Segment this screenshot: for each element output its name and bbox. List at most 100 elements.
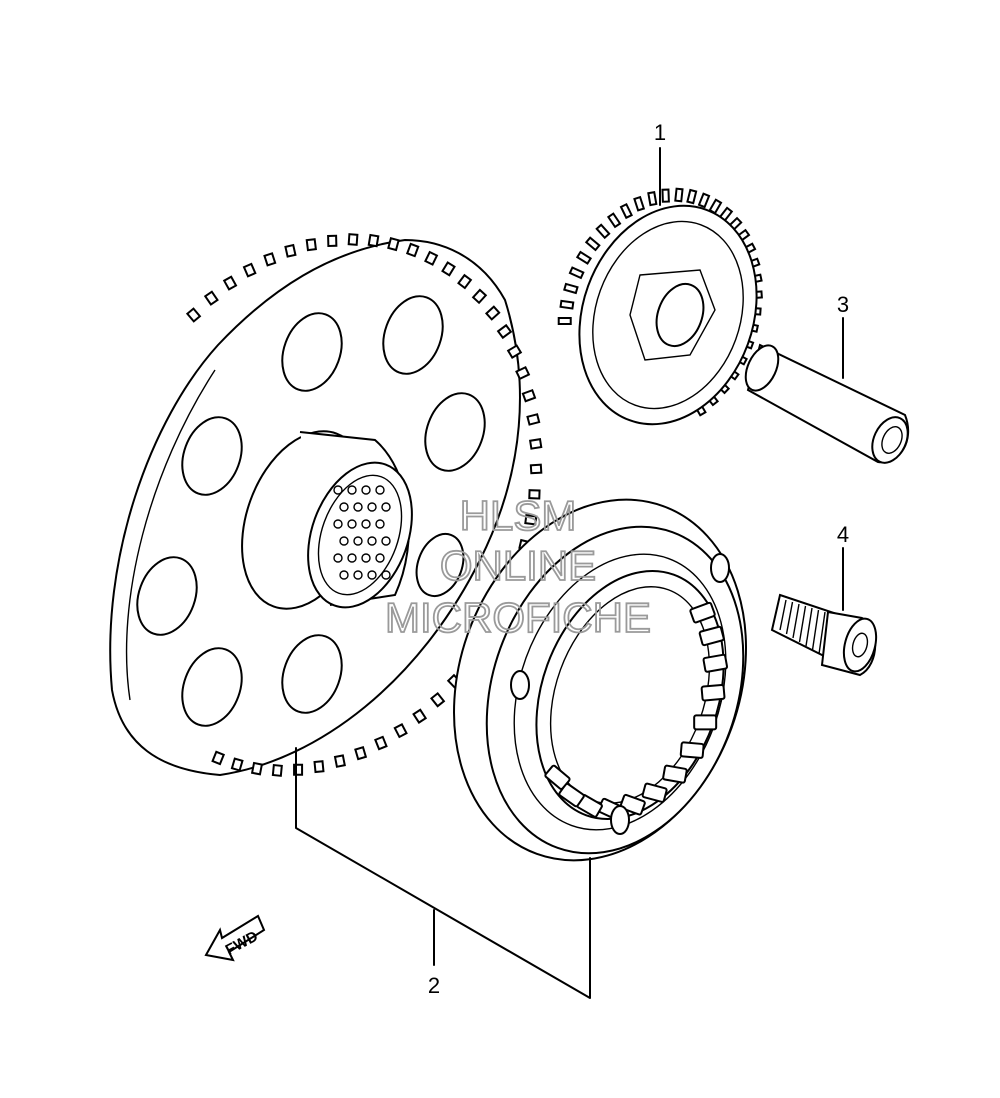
driven-gear-hub [241,430,413,610]
gear-tooth [242,262,257,278]
gear-tooth [405,242,420,258]
callout-1: 1 [654,120,666,145]
watermark-line-1: HLSM [460,492,577,539]
clutch-bolt-hole-left [510,670,530,700]
gear-tooth [430,691,446,708]
idle-gear-tooth [686,188,698,205]
hub-dot [339,502,349,512]
clutch-rollers [544,601,729,821]
gear-tooth [263,252,277,267]
hub-dot [353,502,363,512]
driven-gear-teeth [185,233,543,777]
hub-dot [381,570,391,580]
thread-line [779,599,787,631]
gear-tooth [347,233,359,246]
idle-gear-tooth [697,192,711,209]
idle-gear-tooth [633,195,646,212]
clutch-bolt-hole-top [710,553,730,583]
idle-gear-tooth [674,187,684,203]
idle-gear-tooth [568,266,585,280]
gear-tooth [250,761,264,776]
callout-4: 4 [837,522,849,547]
hub-dot [333,485,343,495]
fwd-arrow-icon: FWD [204,914,266,962]
thread-line [811,609,820,651]
hub-dot [353,570,363,580]
hub-dot [381,502,391,512]
gear-tooth [271,763,283,777]
idle-gear-tooth [575,250,593,265]
idle-gear-shaft [744,343,910,464]
gear-tooth [528,489,541,500]
gear-tooth [506,344,523,359]
hub-bearing-dots [333,485,391,580]
gear-tooth [484,305,501,321]
gear-tooth [327,234,338,247]
callout-2: 2 [428,973,440,998]
gear-tooth [222,275,238,291]
idle-gear-tooth [606,212,622,229]
hub-dot [347,485,357,495]
gear-tooth [333,754,346,768]
gear-tooth [284,243,297,258]
gear-tooth [305,238,317,252]
clutch-roller [693,714,718,731]
hub-dot [381,536,391,546]
starter-idle-gear [557,187,763,426]
clutch-roller [700,683,726,702]
hub-dot [367,570,377,580]
hub-dot [375,485,385,495]
gear-tooth [230,757,244,772]
idle-gear-tooth [661,188,670,203]
gear-tooth [412,708,428,724]
gear-tooth [424,250,439,266]
hub-dot [361,553,371,563]
thread-line [798,605,807,643]
hub-dot [347,519,357,529]
watermark-line-3: MICROFICHE [385,594,651,641]
idle-gear-tooth [595,223,611,240]
gear-tooth [185,307,202,323]
gear-tooth [374,735,388,751]
callout-3: 3 [837,292,849,317]
gear-tooth [529,463,543,475]
clutch-roller [641,782,668,803]
idle-gear-tooth [584,236,601,252]
clutch-roller [689,601,716,624]
hub-dot [353,536,363,546]
watermark: HLSM ONLINE MICROFICHE [384,491,652,642]
gear-tooth [313,760,325,774]
hub-dot [375,519,385,529]
clutch-roller [662,764,688,784]
gear-tooth [367,233,380,248]
driven-gear-rim [125,369,216,701]
one-way-clutch [453,498,747,862]
hub-dot [361,519,371,529]
gear-tooth [387,237,400,252]
gear-tooth [526,413,541,426]
clutch-roller [698,625,725,647]
idle-gear-boss [629,269,716,361]
hub-dot [339,536,349,546]
starter-driven-gear [109,233,543,777]
gear-tooth [441,261,456,277]
driven-gear-holes [136,295,486,727]
hub-dot [333,519,343,529]
idle-gear-tooth [559,299,575,310]
gear-tooth [521,388,537,403]
gear-tooth [293,763,304,776]
watermark-line-2: ONLINE [440,542,596,589]
gear-tooth [524,514,538,526]
clutch-roller [702,653,729,673]
hub-dot [367,502,377,512]
gear-tooth [393,723,408,739]
idle-gear-tooth [557,316,572,325]
gear-tooth [471,288,488,305]
thread-line [805,607,813,647]
hub-dot [347,553,357,563]
idle-gear-tooth [619,202,633,220]
hub-dot [339,570,349,580]
gear-tooth [211,750,226,766]
idle-gear-tooth [647,191,658,207]
